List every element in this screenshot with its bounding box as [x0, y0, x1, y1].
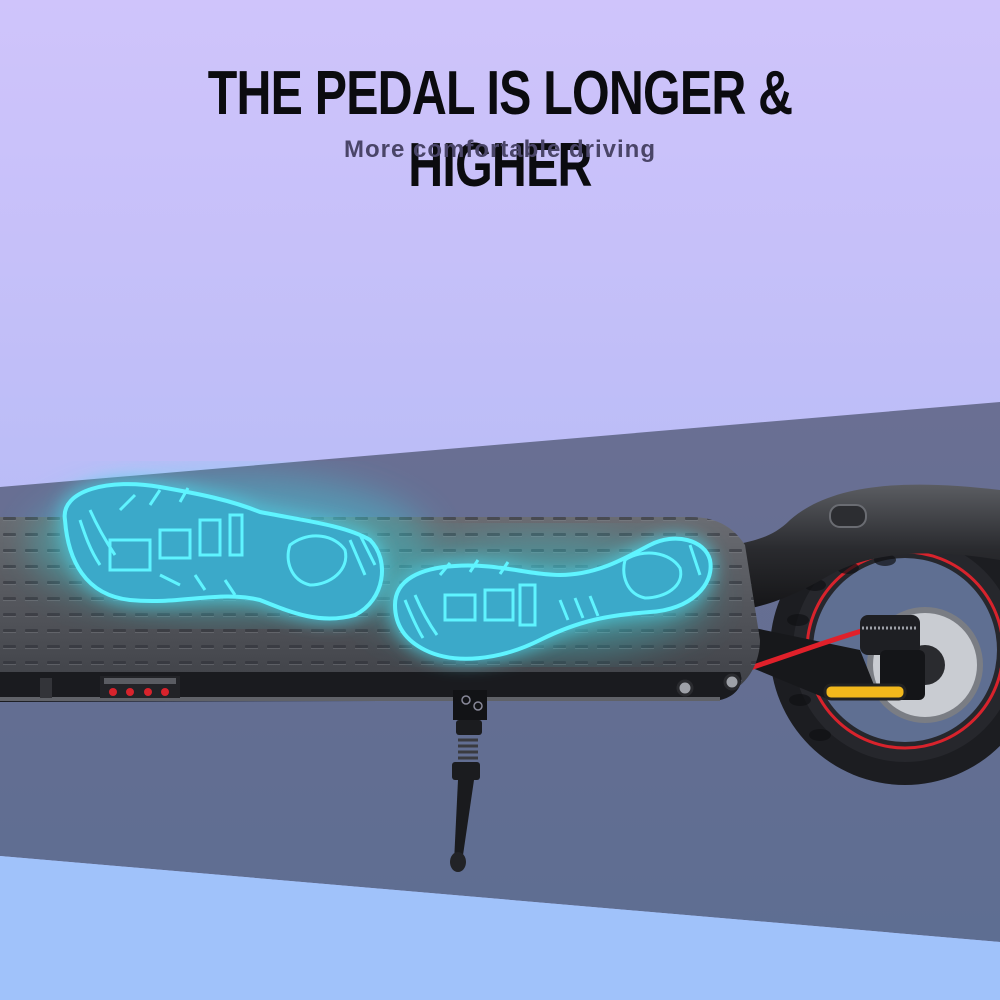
- deck-side: [0, 672, 742, 702]
- fender-latch: [829, 504, 867, 528]
- deck-screw: [723, 673, 741, 691]
- subtitle: More comfortable driving: [343, 136, 657, 163]
- footprint-left: [62, 482, 384, 621]
- deck-screw: [676, 679, 694, 697]
- compliance-label: [100, 676, 180, 698]
- headline: THE PEDAL IS LONGER & HIGHER: [207, 59, 793, 200]
- rear-fender: [700, 484, 1000, 612]
- kickstand: [450, 690, 487, 872]
- brake-cable: [747, 627, 868, 671]
- bottom-band: [0, 856, 1000, 1000]
- footprint-right: [392, 536, 713, 661]
- side-reflector: [823, 683, 907, 701]
